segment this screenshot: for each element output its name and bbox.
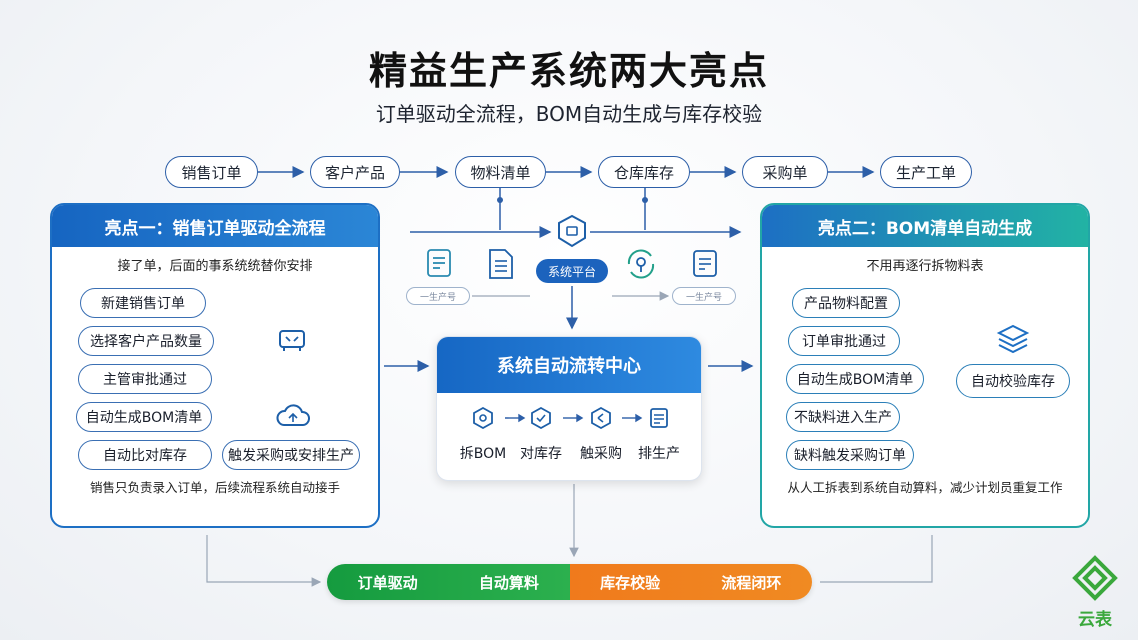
summary-bar-orange: 库存校验 流程闭环 <box>569 564 812 600</box>
production-number-pill-left: 一生产号 <box>406 287 470 305</box>
flow-step-bom: 物料清单 <box>455 156 546 188</box>
highlight-two-title: 亮点二：BOM清单自动生成 <box>762 205 1088 247</box>
auto-flow-center-title: 系统自动流转中心 <box>437 337 701 393</box>
document-icon <box>489 249 513 279</box>
page-title: 精益生产系统两大亮点 <box>368 49 769 93</box>
step-auto-generate-bom-right: 自动生成BOM清单 <box>786 364 924 394</box>
step-no-shortage-production: 不缺料进入生产 <box>786 402 900 432</box>
summary-closed-loop: 流程闭环 <box>721 573 782 592</box>
split-bom-icon <box>473 406 493 430</box>
check-stock-icon <box>531 406 551 430</box>
trigger-purchase-icon <box>591 406 611 430</box>
step-new-sales-order: 新建销售订单 <box>80 288 206 318</box>
stage-trigger-purchase: 触采购 <box>571 406 631 463</box>
brand-logo-text: 云表 <box>1078 610 1112 630</box>
summary-bar: 订单驱动 自动算料 库存校验 流程闭环 <box>327 564 812 600</box>
flow-step-purchase-order: 采购单 <box>742 156 828 188</box>
auto-flow-center: 系统自动流转中心 拆BOM 对库存 触采购 排生产 <box>436 336 702 481</box>
highlight-one-panel: 亮点一：销售订单驱动全流程 接了单，后面的事系统统替你安排 新建销售订单 选择客… <box>50 203 380 528</box>
highlight-two-panel: 亮点二：BOM清单自动生成 不用再逐行拆物料表 产品物料配置 订单审批通过 自动… <box>760 203 1090 528</box>
stage-check-stock-label: 对库存 <box>520 446 562 462</box>
schedule-production-icon <box>650 408 668 428</box>
stage-schedule-production: 排生产 <box>629 407 689 463</box>
clipboard-icon <box>693 250 717 277</box>
highlight-one-footer: 销售只负责录入订单，后续流程系统自动接手 <box>89 480 340 495</box>
form-icon <box>427 249 451 277</box>
step-product-material-config: 产品物料配置 <box>792 288 900 318</box>
flow-step-customer-product: 客户产品 <box>310 156 400 188</box>
page-subtitle: 订单驱动全流程，BOM自动生成与库存校验 <box>375 102 763 126</box>
summary-stock-verify: 库存校验 <box>600 573 661 592</box>
step-trigger-purchase-or-production: 触发采购或安排生产 <box>222 440 360 470</box>
stage-schedule-production-label: 排生产 <box>638 446 680 462</box>
layers-icon <box>996 324 1030 354</box>
stage-split-bom-label: 拆BOM <box>459 446 507 462</box>
highlight-one-subtitle: 接了单，后面的事系统统替你安排 <box>117 259 313 274</box>
system-platform-badge: 系统平台 <box>536 259 608 283</box>
sofa-icon <box>279 330 305 351</box>
step-manager-approval: 主管审批通过 <box>78 364 212 394</box>
highlight-two-footer: 从人工拆表到系统自动算料，减少计划员重复工作 <box>787 480 1063 495</box>
step-select-product-qty: 选择客户产品数量 <box>78 326 214 356</box>
summary-bar-green: 订单驱动 自动算料 <box>327 564 570 600</box>
stage-check-stock: 对库存 <box>511 406 571 463</box>
stage-trigger-purchase-label: 触采购 <box>580 446 622 462</box>
cloud-icon <box>276 404 310 426</box>
step-auto-compare-stock: 自动比对库存 <box>78 440 212 470</box>
step-shortage-purchase: 缺料触发采购订单 <box>786 440 914 470</box>
production-number-pill-right: 一生产号 <box>672 287 736 305</box>
step-auto-generate-bom: 自动生成BOM清单 <box>76 402 212 432</box>
summary-order-driven: 订单驱动 <box>357 573 418 592</box>
highlight-one-title: 亮点一：销售订单驱动全流程 <box>52 205 378 247</box>
step-order-approval: 订单审批通过 <box>788 326 900 356</box>
stage-arrows <box>505 413 643 423</box>
auto-verify-stock: 自动校验库存 <box>956 364 1070 398</box>
location-refresh-icon <box>627 249 655 279</box>
brand-logo-icon <box>1072 555 1118 601</box>
flow-step-sales-order: 销售订单 <box>165 156 258 188</box>
flow-step-warehouse-stock: 仓库库存 <box>598 156 690 188</box>
highlight-two-subtitle: 不用再逐行拆物料表 <box>866 259 984 274</box>
shield-icon <box>558 214 586 248</box>
flow-step-work-order: 生产工单 <box>880 156 972 188</box>
summary-auto-calc: 自动算料 <box>478 573 539 592</box>
stage-split-bom: 拆BOM <box>453 406 513 463</box>
